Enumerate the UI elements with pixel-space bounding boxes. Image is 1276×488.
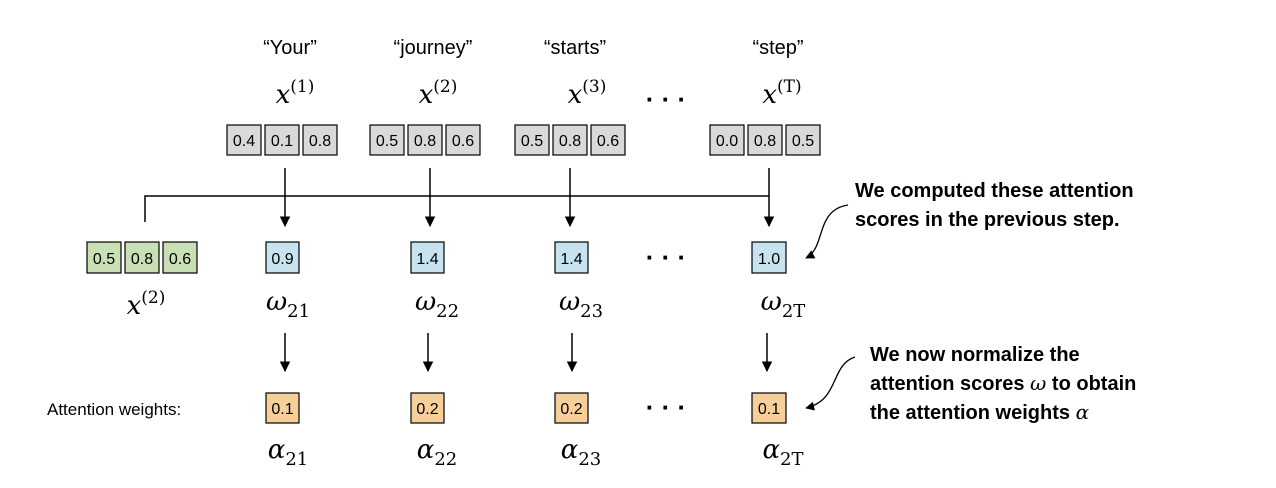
weight-box xyxy=(410,392,445,424)
score-label: ω21 xyxy=(266,287,310,322)
vector-cell xyxy=(302,124,338,156)
score-box xyxy=(554,241,589,274)
input-vector: 0.0 0.8 0.5 xyxy=(709,124,821,156)
vector-value: 0.6 xyxy=(169,251,191,268)
token-word: “step” xyxy=(752,37,803,59)
weight-box xyxy=(265,392,300,424)
vector-value: 0.6 xyxy=(597,133,619,150)
vector-value: 0.0 xyxy=(716,133,738,150)
token-column-1: “Your” x(1) 0.4 0.1 0.8 0.9 ω21 0.1 α21 xyxy=(226,37,338,470)
vector-value: 0.5 xyxy=(792,133,814,150)
vector-cell xyxy=(86,241,122,274)
ellipsis-weights: · · · xyxy=(646,392,686,422)
score-box xyxy=(265,241,300,274)
note-line: scores in the previous step. xyxy=(855,209,1120,231)
vector-value: 0.4 xyxy=(233,133,255,150)
score-value: 0.9 xyxy=(271,251,293,268)
input-vector: 0.5 0.8 0.6 xyxy=(369,124,481,156)
vector-cell xyxy=(590,124,626,156)
weight-label: α22 xyxy=(417,435,457,470)
input-vector: 0.4 0.1 0.8 xyxy=(226,124,338,156)
weight-value: 0.2 xyxy=(416,401,438,418)
vector-value: 0.8 xyxy=(131,251,153,268)
score-label: ω2T xyxy=(761,287,806,322)
token-word: “starts” xyxy=(544,37,606,59)
score-value: 1.0 xyxy=(758,251,780,268)
note-line: the attention weights α xyxy=(870,400,1090,424)
vector-cell xyxy=(162,241,198,274)
vector-value: 0.8 xyxy=(559,133,581,150)
vector-cell xyxy=(124,241,160,274)
score-value: 1.4 xyxy=(560,251,582,268)
token-column-2: “journey” x(2) 0.5 0.8 0.6 1.4 ω22 0.2 α… xyxy=(369,37,481,470)
weight-label: α21 xyxy=(268,435,308,470)
vector-cell xyxy=(785,124,821,156)
query-vector: 0.5 0.8 0.6 xyxy=(86,241,198,274)
vector-value: 0.1 xyxy=(271,133,293,150)
weight-value: 0.2 xyxy=(560,401,582,418)
weight-box xyxy=(554,392,589,424)
weight-label: α2T xyxy=(762,435,803,470)
curved-arrow-icon xyxy=(805,204,849,259)
note-line: We computed these attention xyxy=(855,180,1134,202)
token-column-4: “step” x(T) 0.0 0.8 0.5 1.0 ω2T 0.1 α2T xyxy=(709,37,821,470)
vector-value: 0.8 xyxy=(754,133,776,150)
vector-value: 0.5 xyxy=(521,133,543,150)
input-label: x(2) xyxy=(419,77,458,110)
weight-value: 0.1 xyxy=(271,401,293,418)
query-connector-line xyxy=(144,195,769,222)
score-label: ω22 xyxy=(415,287,459,322)
vector-cell xyxy=(552,124,588,156)
vector-cell xyxy=(407,124,443,156)
note-normalize: We now normalize the attention scores ω … xyxy=(870,344,1136,424)
vector-cell xyxy=(709,124,745,156)
vector-value: 0.8 xyxy=(309,133,331,150)
vector-cell xyxy=(369,124,405,156)
score-value: 1.4 xyxy=(416,251,438,268)
token-column-3: “starts” x(3) 0.5 0.8 0.6 1.4 ω23 0.2 α2… xyxy=(514,37,626,470)
vector-cell xyxy=(226,124,262,156)
row-label-attention-weights: Attention weights: xyxy=(47,400,181,419)
input-vector: 0.5 0.8 0.6 xyxy=(514,124,626,156)
token-word: “Your” xyxy=(263,37,317,59)
vector-cell xyxy=(445,124,481,156)
score-label: ω23 xyxy=(559,287,603,322)
curved-arrow-icon xyxy=(805,356,856,411)
input-label: x(1) xyxy=(276,77,315,110)
weight-label: α23 xyxy=(561,435,601,470)
vector-cell xyxy=(747,124,783,156)
note-scores: We computed these attention scores in th… xyxy=(855,180,1134,231)
input-label: x(3) xyxy=(568,77,607,110)
vector-value: 0.6 xyxy=(452,133,474,150)
note-line: We now normalize the xyxy=(870,344,1080,366)
ellipsis-scores: · · · xyxy=(646,242,686,272)
vector-value: 0.5 xyxy=(93,251,115,268)
query-label: x(2) xyxy=(127,288,166,321)
vector-value: 0.5 xyxy=(376,133,398,150)
score-box xyxy=(751,241,787,274)
weight-value: 0.1 xyxy=(758,401,780,418)
note-line: attention scores ω to obtain xyxy=(870,371,1136,395)
weight-box xyxy=(751,392,787,424)
vector-value: 0.8 xyxy=(414,133,436,150)
vector-cell xyxy=(514,124,550,156)
input-label: x(T) xyxy=(762,77,801,110)
score-box xyxy=(410,241,445,274)
vector-cell xyxy=(264,124,300,156)
ellipsis-inputs: · · · xyxy=(646,84,686,114)
token-word: “journey” xyxy=(394,37,473,59)
